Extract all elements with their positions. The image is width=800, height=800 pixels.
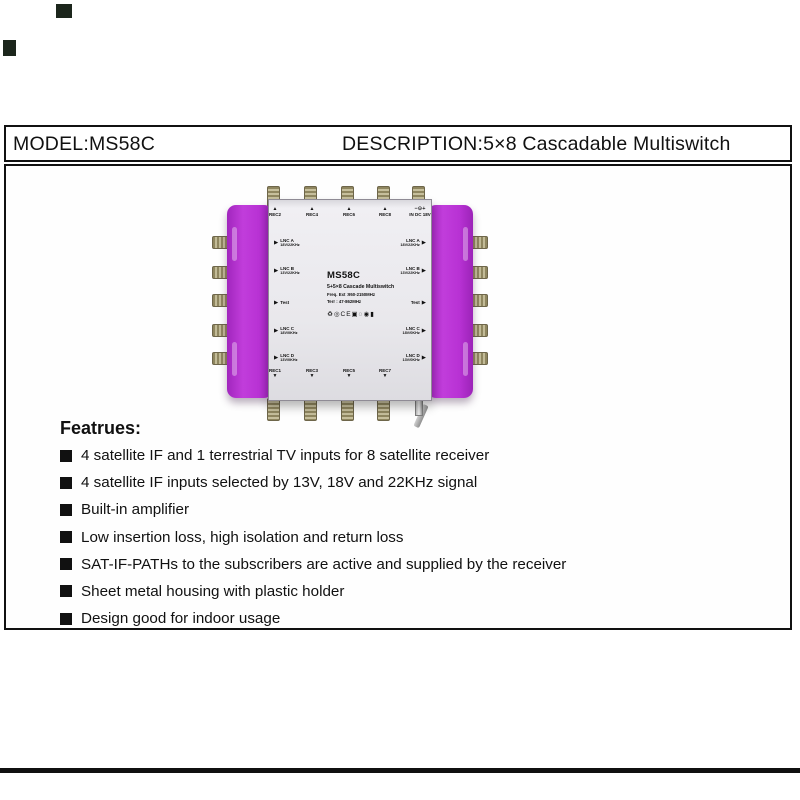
arrow-down-icon: ▼ <box>382 373 388 379</box>
feature-item: 4 satellite IF and 1 terrestrial TV inpu… <box>60 447 750 464</box>
arrow-right-icon: ▶ <box>421 299 426 306</box>
feature-item: Sheet metal housing with plastic holder <box>60 583 750 600</box>
port-label-rec4: ▲ REC4 <box>292 207 332 218</box>
arrow-up-icon: ▲ <box>346 206 352 212</box>
arrow-down-icon: ▼ <box>309 373 315 379</box>
arrow-right-icon: ▶ <box>274 267 279 274</box>
scan-artifact-mark <box>3 40 16 56</box>
feature-item: Design good for indoor usage <box>60 610 750 627</box>
description-label: DESCRIPTION:5×8 Cascadable Multiswitch <box>342 133 731 155</box>
square-bullet-icon <box>60 558 72 571</box>
faceplate-print: MS58C 5+5×8 Cascade Multiswitch Freq. Ex… <box>327 270 417 318</box>
port-label-rec8: ▲ REC8 <box>365 207 405 218</box>
certification-icons: ♻◎CE▣◌◉▮ <box>327 311 375 318</box>
square-bullet-icon <box>60 476 72 489</box>
holder-slot <box>463 227 468 261</box>
holder-slot <box>232 342 237 376</box>
faceplate-subtitle: 5+5×8 Cascade Multiswitch <box>327 284 395 290</box>
product-image-multiswitch: ▲ REC2 ▲ REC4 ▲ REC6 ▲ REC8 −⊙+ IN DC <box>212 186 488 429</box>
holder-slot <box>232 227 237 261</box>
plastic-holder-left <box>227 205 273 398</box>
port-label-test-right: Test▶ <box>410 299 426 306</box>
feature-item: Built-in amplifier <box>60 501 750 518</box>
port-label-rec3: REC3 ▼ <box>292 368 332 379</box>
port-label-rec2: ▲ REC2 <box>255 207 295 218</box>
device-faceplate: ▲ REC2 ▲ REC4 ▲ REC6 ▲ REC8 −⊙+ IN DC <box>268 199 432 401</box>
port-label-test-left: ▶Test <box>274 299 290 306</box>
arrow-down-icon: ▼ <box>272 373 278 379</box>
port-label-rec6: ▲ REC6 <box>329 207 369 218</box>
faceplate-freq-terr: Terr : 47-862MHz <box>327 299 362 304</box>
feature-item: SAT-IF-PATHs to the subscribers are acti… <box>60 556 750 573</box>
feature-item: Low insertion loss, high isolation and r… <box>60 529 750 546</box>
arrow-down-icon: ▼ <box>346 373 352 379</box>
port-label-dc-input: −⊙+ IN DC 18V <box>400 206 440 218</box>
arrow-up-icon: ▲ <box>382 206 388 212</box>
square-bullet-icon <box>60 449 72 462</box>
features-section: Featrues: 4 satellite IF and 1 terrestri… <box>60 418 750 637</box>
bottom-rule <box>0 768 800 773</box>
header-bar: MODEL:MS58C DESCRIPTION:5×8 Cascadable M… <box>4 125 792 162</box>
arrow-up-icon: ▲ <box>272 206 278 212</box>
faceplate-freq-sat: Freq. Ext :950-2150MHz <box>327 292 376 297</box>
arrow-right-icon: ▶ <box>274 299 279 306</box>
arrow-right-icon: ▶ <box>421 239 426 246</box>
features-title: Featrues: <box>60 418 142 438</box>
arrow-right-icon: ▶ <box>421 354 426 361</box>
arrow-right-icon: ▶ <box>421 267 426 274</box>
dc-polarity-icon: −⊙+ <box>414 206 426 212</box>
holder-slot <box>463 342 468 376</box>
arrow-right-icon: ▶ <box>274 354 279 361</box>
faceplate-model: MS58C <box>327 270 361 281</box>
port-label-rec5: REC5 ▼ <box>329 368 369 379</box>
square-bullet-icon <box>60 585 72 598</box>
port-label-rec7: REC7 ▼ <box>365 368 405 379</box>
arrow-right-icon: ▶ <box>274 239 279 246</box>
arrow-right-icon: ▶ <box>274 327 279 334</box>
square-bullet-icon <box>60 503 72 516</box>
model-label: MODEL:MS58C <box>13 133 155 155</box>
square-bullet-icon <box>60 531 72 544</box>
square-bullet-icon <box>60 612 72 625</box>
port-label-rec1: REC1 ▼ <box>255 368 295 379</box>
arrow-right-icon: ▶ <box>421 327 426 334</box>
arrow-up-icon: ▲ <box>309 206 315 212</box>
feature-item: 4 satellite IF inputs selected by 13V, 1… <box>60 474 750 491</box>
plastic-holder-right <box>427 205 473 398</box>
scan-artifact-mark <box>56 4 72 18</box>
